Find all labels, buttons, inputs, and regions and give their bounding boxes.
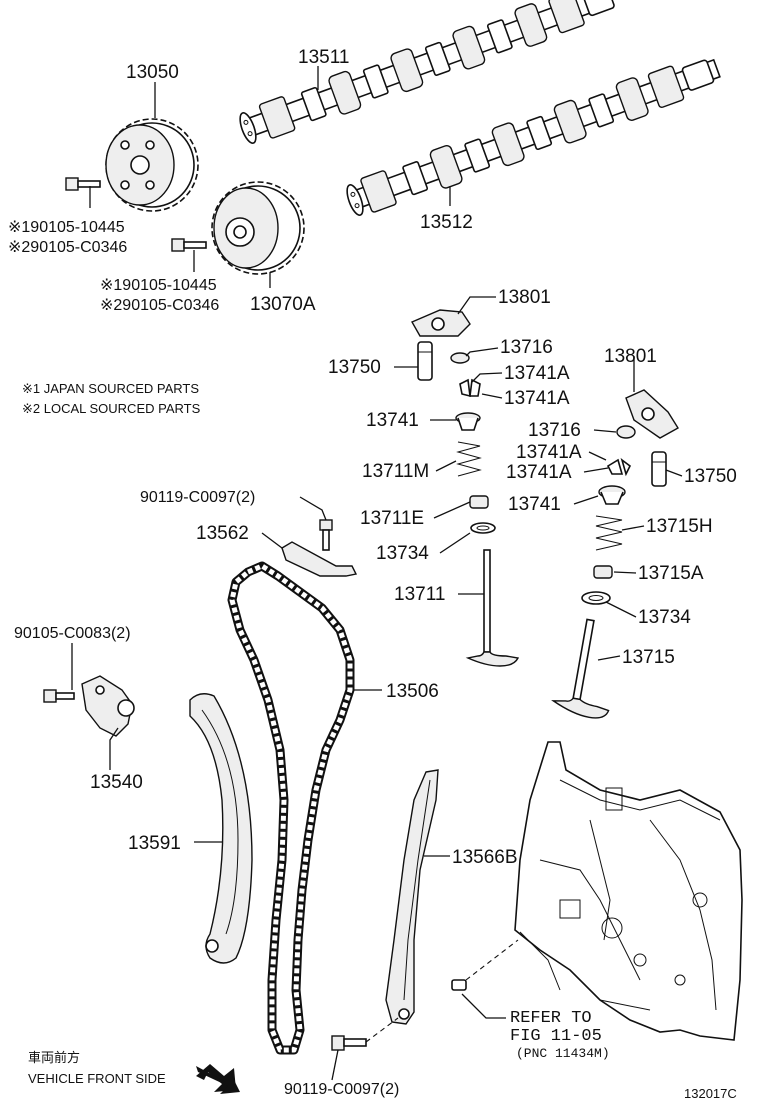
label-13801-right: 13801 <box>604 346 657 367</box>
label-bolt2-local: ※290105-C0346 <box>100 297 219 314</box>
cam-timing-gear-13070A <box>211 181 305 275</box>
refer-line-3: (PNC 11434M) <box>516 1046 610 1061</box>
bolt-90119-bottom <box>331 1035 367 1051</box>
label-13591: 13591 <box>128 833 181 854</box>
label-13715H: 13715H <box>646 516 713 537</box>
label-13511: 13511 <box>298 47 349 68</box>
label-13716-right: 13716 <box>528 420 581 441</box>
chain-tensioner-13540 <box>81 675 135 737</box>
washer-13734-right <box>581 591 611 605</box>
bolt-upper <box>65 177 101 191</box>
sourcing-notes: ※1 JAPAN SOURCED PARTS ※2 LOCAL SOURCED … <box>22 381 201 416</box>
label-13711M: 13711M <box>362 461 429 482</box>
note-japan-sourced: ※1 JAPAN SOURCED PARTS <box>22 381 199 396</box>
valve-13715 <box>551 618 610 719</box>
label-90105: 90105-C0083(2) <box>14 625 131 642</box>
figure-code: 132017C <box>684 1086 737 1101</box>
camshaft-13512 <box>346 58 721 216</box>
label-13512: 13512 <box>420 212 473 233</box>
label-13566B: 13566B <box>452 847 518 868</box>
shim-13716-left <box>450 352 470 364</box>
spring-13711M <box>456 441 482 477</box>
rocker-arm-13801-right <box>625 389 679 439</box>
label-13506: 13506 <box>386 681 439 702</box>
chain-guide-13562 <box>281 541 358 577</box>
leader-lines <box>71 66 683 1081</box>
label-bolt1-local: ※290105-C0346 <box>8 239 127 256</box>
label-bolt2-japan: ※190105-10445 <box>100 277 217 294</box>
label-13562: 13562 <box>196 523 249 544</box>
label-13741A-b: 13741A <box>504 388 570 409</box>
lash-adjuster-13750-left <box>417 341 433 381</box>
retainer-13741-right <box>598 485 626 505</box>
label-13741A-c: 13741A <box>516 442 582 463</box>
label-90119-bottom: 90119-C0097(2) <box>284 1081 399 1098</box>
refer-line-1: REFER TO <box>510 1009 592 1028</box>
label-13734-right: 13734 <box>638 607 691 628</box>
timing-chain-13506 <box>227 561 355 1055</box>
lash-adjuster-13750-right <box>651 451 667 487</box>
front-side-english: VEHICLE FRONT SIDE <box>28 1071 166 1086</box>
retainer-13741-left <box>455 412 481 431</box>
spring-13715H <box>595 515 623 551</box>
label-13734-left: 13734 <box>376 543 429 564</box>
vehicle-front-side-label: 車両前方 VEHICLE FRONT SIDE <box>28 1050 166 1086</box>
label-bolt1-japan: ※190105-10445 <box>8 219 125 236</box>
camshaft-13511 <box>239 0 615 144</box>
bolt-lower <box>171 238 207 252</box>
keepers-13741A-right <box>606 457 632 477</box>
label-13711: 13711 <box>394 584 445 605</box>
valve-13711 <box>465 549 520 667</box>
label-13741A-d: 13741A <box>506 462 572 483</box>
label-13741A-a: 13741A <box>504 363 570 384</box>
vehicle-front-arrow-icon <box>196 1064 240 1094</box>
dowel-pin <box>451 979 467 991</box>
label-13715A: 13715A <box>638 563 704 584</box>
label-13050: 13050 <box>126 62 179 83</box>
refer-line-2: FIG 11-05 <box>510 1027 602 1046</box>
shim-13716-right <box>616 425 636 439</box>
label-13750-left: 13750 <box>328 357 381 378</box>
label-13711E: 13711E <box>360 508 424 529</box>
note-local-sourced: ※2 LOCAL SOURCED PARTS <box>22 401 201 416</box>
seat-13715A <box>593 565 613 579</box>
label-13741-left: 13741 <box>366 410 419 431</box>
label-13715: 13715 <box>622 647 675 668</box>
bolt-90105 <box>43 689 75 703</box>
chain-links <box>229 563 353 1053</box>
label-13801-left: 13801 <box>498 287 551 308</box>
engine-block <box>514 741 743 1041</box>
bolt-90119-top <box>319 519 333 551</box>
refer-to-figure: REFER TO FIG 11-05 (PNC 11434M) <box>510 1009 610 1061</box>
front-side-japanese: 車両前方 <box>28 1050 80 1065</box>
washer-13734-left <box>470 522 496 534</box>
chain-damper-13566B <box>385 769 439 1025</box>
label-13540: 13540 <box>90 772 143 793</box>
keepers-13741A-left <box>459 378 481 398</box>
label-90119-top: 90119-C0097(2) <box>140 489 255 506</box>
label-13750-right: 13750 <box>684 466 737 487</box>
tensioner-slipper-13591 <box>189 693 253 964</box>
label-13716-left: 13716 <box>500 337 553 358</box>
label-13741-right: 13741 <box>508 494 561 515</box>
cam-timing-gear-13050 <box>105 118 199 212</box>
rocker-arm-13801-left <box>411 309 471 337</box>
part-number-labels: 13050 13511 13512 13070A ※190105-10445 ※… <box>8 47 737 1098</box>
label-13070A: 13070A <box>250 294 316 315</box>
seat-13711E <box>469 495 489 509</box>
